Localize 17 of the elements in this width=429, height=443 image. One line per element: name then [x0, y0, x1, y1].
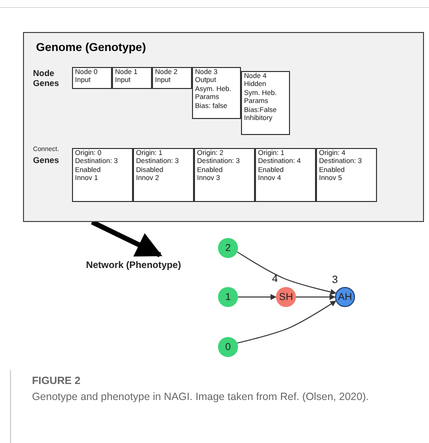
- arrow: [296, 294, 336, 300]
- network-label: Network (Phenotype): [86, 258, 210, 274]
- panel-title: Genome (Genotype): [36, 42, 146, 54]
- row-label: Genes: [33, 155, 59, 165]
- node-number: 3: [332, 274, 338, 286]
- figure-caption: Genotype and phenotype in NAGI. Image taken from Ref. (Olsen, 2020).: [32, 390, 370, 404]
- network-node-circle: 1: [218, 287, 238, 307]
- arrow: [236, 300, 336, 344]
- arrow: [236, 251, 336, 295]
- node-number: 4: [272, 273, 278, 285]
- figure-number: FIGURE 2: [32, 375, 80, 387]
- network-node-circle: 2: [218, 238, 238, 258]
- network-node-circle: 0: [218, 337, 238, 357]
- row-label: Node Genes: [33, 68, 60, 88]
- arrow: [238, 294, 277, 300]
- genome-panel: [23, 32, 424, 222]
- thick-arrow: [90, 220, 162, 258]
